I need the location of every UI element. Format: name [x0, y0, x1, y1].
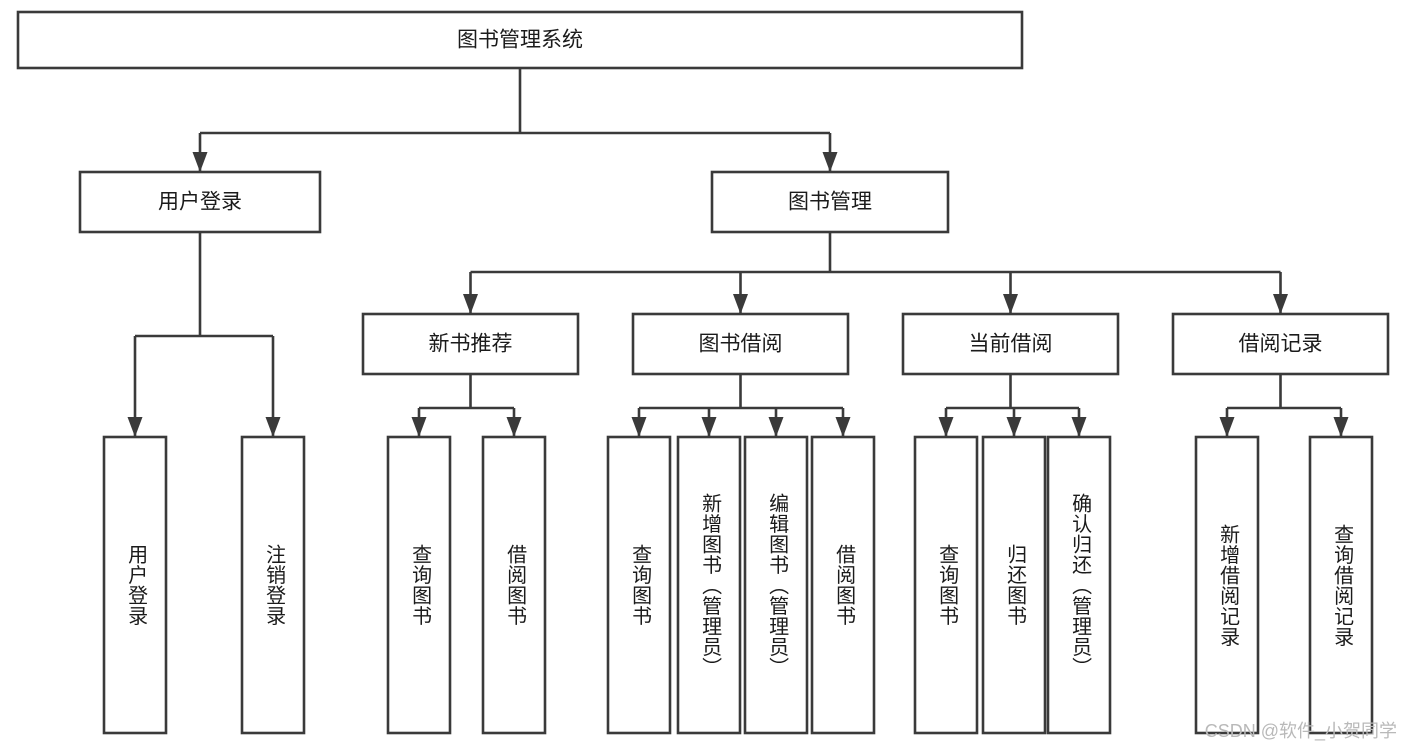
- arrow-head-icon: [701, 417, 717, 437]
- arrow-head-icon: [768, 417, 784, 437]
- arrow-head-icon: [938, 417, 954, 437]
- arrow-head-icon: [411, 417, 427, 437]
- node-leaf-query-book-cur[interactable]: [913, 435, 979, 735]
- arrow-head-icon: [835, 417, 851, 437]
- arrow-head-icon: [822, 152, 838, 172]
- node-leaf-query-book-bor[interactable]: [606, 435, 672, 735]
- node-leaf-add-book-admin-shape: [676, 435, 742, 735]
- arrow-head-icon: [127, 417, 143, 437]
- node-book-borrow-label: 图书借阅: [699, 333, 783, 356]
- watermark-text: CSDN @软件_小贺同学: [1204, 721, 1397, 741]
- node-leaf-user-login-shape: [102, 435, 168, 735]
- node-leaf-logout-shape: [240, 435, 306, 735]
- node-book-manage[interactable]: [710, 170, 950, 234]
- node-leaf-edit-book-admin-shape: [743, 435, 809, 735]
- node-leaf-confirm-return-shape: [1046, 435, 1112, 735]
- arrow-head-icon: [733, 294, 748, 314]
- node-book-borrow-shape: [631, 312, 850, 376]
- arrow-head-icon: [1006, 417, 1022, 437]
- arrow-head-icon: [1219, 417, 1235, 437]
- node-leaf-add-book-admin[interactable]: [676, 435, 742, 735]
- node-leaf-query-record[interactable]: [1308, 435, 1374, 735]
- node-user-login-shape: [78, 170, 322, 234]
- node-leaf-add-record[interactable]: [1194, 435, 1260, 735]
- node-root-label: 图书管理系统: [457, 29, 583, 52]
- node-leaf-query-book-rec-shape: [386, 435, 452, 735]
- node-leaf-borrow-book-rec-shape: [481, 435, 547, 735]
- arrow-head-icon: [192, 152, 208, 172]
- arrow-head-icon: [1003, 294, 1018, 314]
- node-leaf-query-book-rec[interactable]: [386, 435, 452, 735]
- node-leaf-add-record-shape: [1194, 435, 1260, 735]
- node-borrow-record-shape: [1171, 312, 1390, 376]
- node-current-borrow-label: 当前借阅: [969, 333, 1053, 356]
- node-leaf-query-book-cur-shape: [913, 435, 979, 735]
- arrow-head-icon: [463, 294, 478, 314]
- node-user-login-label: 用户登录: [158, 191, 242, 214]
- node-root[interactable]: [16, 10, 1024, 70]
- arrow-head-icon: [1071, 417, 1087, 437]
- node-book-manage-label: 图书管理: [788, 191, 872, 214]
- node-borrow-record-label: 借阅记录: [1239, 333, 1323, 356]
- node-leaf-confirm-return[interactable]: [1046, 435, 1112, 735]
- node-borrow-record[interactable]: [1171, 312, 1390, 376]
- arrow-head-icon: [1333, 417, 1349, 437]
- node-leaf-borrow-book-bor[interactable]: [810, 435, 876, 735]
- node-user-login[interactable]: [78, 170, 322, 234]
- node-leaf-return-book[interactable]: [981, 435, 1047, 735]
- arrow-head-icon: [631, 417, 647, 437]
- node-leaf-return-book-shape: [981, 435, 1047, 735]
- node-leaf-logout[interactable]: [240, 435, 306, 735]
- node-new-book-rec-label: 新书推荐: [429, 333, 513, 356]
- node-leaf-query-record-shape: [1308, 435, 1374, 735]
- node-leaf-borrow-book-bor-shape: [810, 435, 876, 735]
- node-root-shape: [16, 10, 1024, 70]
- arrow-head-icon: [1273, 294, 1288, 314]
- node-book-borrow[interactable]: [631, 312, 850, 376]
- arrow-head-icon: [506, 417, 522, 437]
- node-leaf-borrow-book-rec[interactable]: [481, 435, 547, 735]
- node-leaf-user-login[interactable]: [102, 435, 168, 735]
- node-book-manage-shape: [710, 170, 950, 234]
- node-leaf-edit-book-admin[interactable]: [743, 435, 809, 735]
- node-leaf-query-book-bor-shape: [606, 435, 672, 735]
- arrow-head-icon: [265, 417, 281, 437]
